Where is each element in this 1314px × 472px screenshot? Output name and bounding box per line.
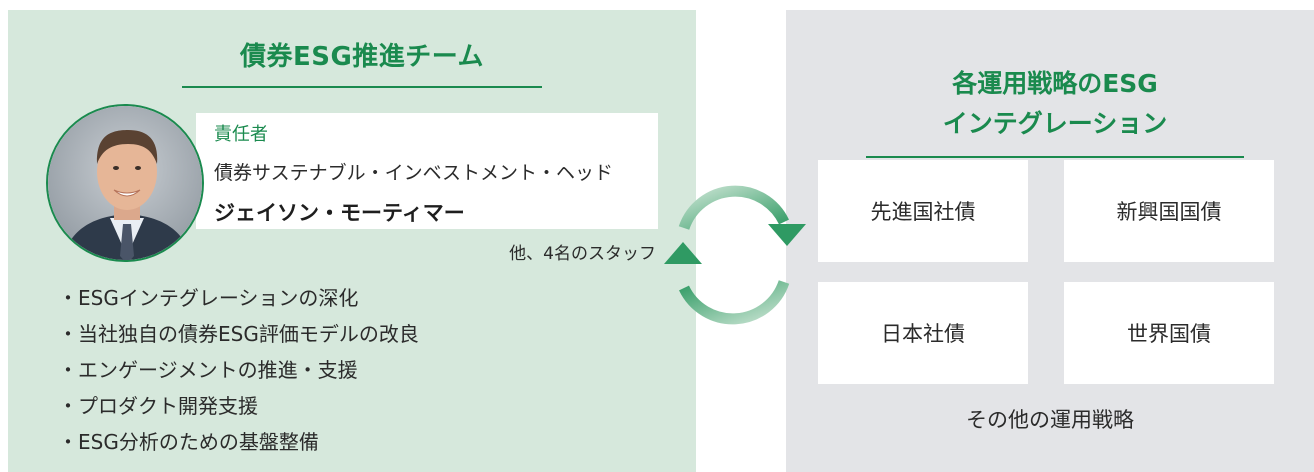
strategy-box: 先進国社債 xyxy=(818,160,1028,262)
list-item: ・エンゲージメントの推進・支援 xyxy=(58,358,358,382)
team-title: 債券ESG推進チーム xyxy=(239,42,485,72)
strategy-title-line1: 各運用戦略のESG xyxy=(952,69,1158,98)
other-strategies-label: その他の運用戦略 xyxy=(966,408,1134,432)
avatar xyxy=(46,104,204,262)
staff-count: 他、4名のスタッフ xyxy=(509,244,656,264)
strategy-title: 各運用戦略のESG インテグレーション xyxy=(866,64,1244,144)
list-item: ・ESGインテグレーションの深化 xyxy=(58,286,359,310)
strategy-title-line2: インテグレーション xyxy=(942,109,1168,138)
team-title-underline xyxy=(182,86,542,88)
list-item: ・プロダクト開発支援 xyxy=(58,394,258,418)
person-position: 債券サステナブル・インベストメント・ヘッド xyxy=(214,162,614,184)
strategy-box: 日本社債 xyxy=(818,282,1028,384)
strategy-title-underline xyxy=(866,156,1244,158)
person-card xyxy=(196,113,658,229)
list-item: ・当社独自の債券ESG評価モデルの改良 xyxy=(58,322,419,346)
list-item: ・ESG分析のための基盤整備 xyxy=(58,430,319,454)
strategy-box: 新興国国債 xyxy=(1064,160,1274,262)
responsibility-list: ・ESGインテグレーションの深化 ・当社独自の債券ESG評価モデルの改良 ・エン… xyxy=(58,280,419,460)
cycle-arrows-icon xyxy=(660,170,810,370)
person-name: ジェイソン・モーティマー xyxy=(214,201,465,225)
strategy-box: 世界国債 xyxy=(1064,282,1274,384)
person-role: 責任者 xyxy=(214,124,268,145)
